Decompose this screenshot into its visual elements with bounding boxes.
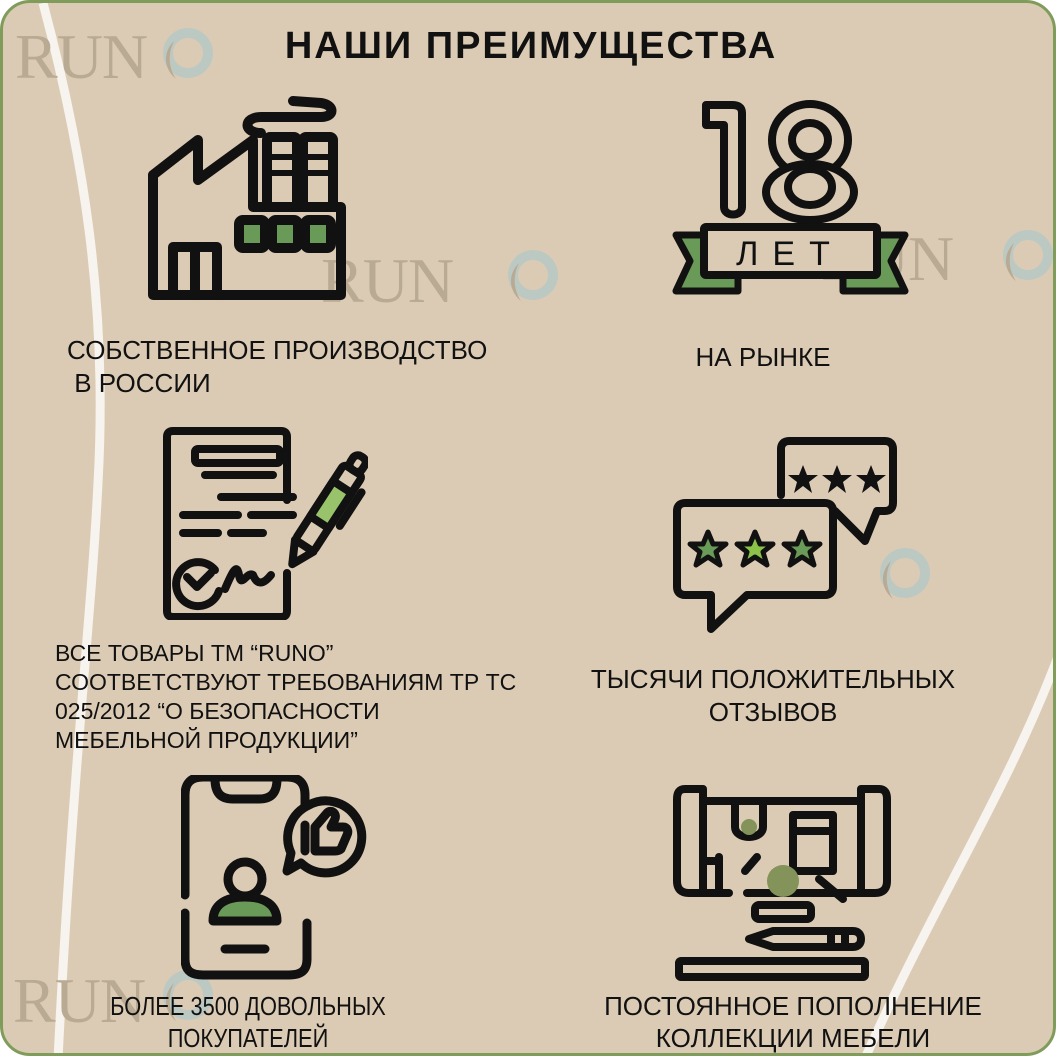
watermark-logo-icon [880, 548, 930, 599]
caption-certification-line4: МЕБЕЛЬНОЙ ПРОДУКЦИИ” [55, 727, 358, 753]
caption-reviews-line1: ТЫСЯЧИ ПОЛОЖИТЕЛЬНЫХ [590, 664, 956, 694]
caption-customers-line1: БОЛЕЕ 3500 ДОВОЛЬНЫХ [110, 991, 386, 1021]
caption-own-production-line1: СОБСТВЕННОЕ ПРОИЗВОДСТВО [67, 335, 488, 365]
caption-years-on-market: НА РЫНКЕ [695, 342, 831, 372]
eighteen-years-badge-icon: ЛЕТ [672, 100, 909, 295]
badge-label: ЛЕТ [736, 235, 844, 273]
page-title: НАШИ ПРЕИМУЩЕСТВА [284, 25, 778, 67]
caption-reviews-line2: ОТЗЫВОВ [708, 697, 838, 727]
caption-collection-line1: ПОСТОЯННОЕ ПОПОЛНЕНИЕ [604, 991, 982, 1021]
caption-own-production-line2: В РОССИИ [67, 368, 211, 398]
caption-collection-line2: КОЛЛЕКЦИИ МЕБЕЛИ [655, 1023, 931, 1053]
factory-icon [148, 96, 346, 300]
phone-user-like-icon [181, 775, 367, 980]
caption-certification-line2: СООТВЕТСТВУЮТ ТРЕБОВАНИЯМ ТР ТС [55, 669, 517, 695]
caption-customers-line2: ПОКУПАТЕЛЕЙ [167, 1023, 329, 1053]
watermark-logo-icon [508, 250, 558, 301]
reviews-stars-icon [673, 437, 897, 633]
watermark-logo-icon [1003, 230, 1053, 281]
watermark-text: RUN [15, 21, 148, 92]
caption-certification-line3: 025/2012 “О БЕЗОПАСНОСТИ [55, 698, 380, 724]
watermark-text: RUN [13, 965, 146, 1036]
signed-document-icon [163, 427, 368, 620]
watermark-logo-icon [163, 28, 213, 79]
blueprint-pencil-ruler-icon [673, 785, 891, 981]
caption-certification-line1: ВСЕ ТОВАРЫ ТМ “RUNO” [55, 640, 334, 666]
